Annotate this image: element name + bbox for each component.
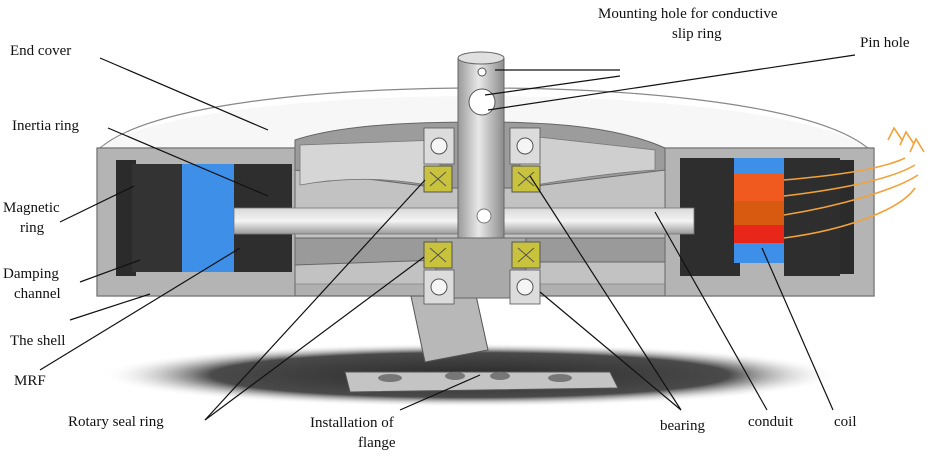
label-inertia-ring: Inertia ring (12, 118, 80, 134)
label-installation-flange-2: flange (358, 435, 396, 451)
lower-right-bearing (509, 241, 541, 305)
label-mounting-hole-1: Mounting hole for conductive (598, 6, 778, 22)
upper-left-bearing (423, 127, 455, 193)
pin-hole-graphic (468, 88, 496, 116)
inertia-ring-lower (234, 230, 292, 272)
lower-left-bearing (423, 241, 455, 305)
label-damping-channel-2: channel (14, 286, 61, 302)
mrf-fluid-left (182, 164, 234, 272)
inertia-ring-upper (234, 164, 292, 212)
coil-winding-2 (734, 201, 784, 225)
label-pin-hole: Pin hole (860, 35, 910, 51)
label-end-cover: End cover (10, 43, 71, 59)
label-installation-flange-1: Installation of (310, 415, 394, 431)
label-conduit: conduit (748, 414, 794, 430)
label-magnetic-ring-1: Magnetic (3, 200, 60, 216)
upper-right-bearing (509, 127, 541, 193)
diagram-labels: End cover Inertia ring Magnetic ring Dam… (3, 6, 910, 451)
left-magnet-assembly (116, 160, 292, 276)
leader-lines (39, 54, 856, 421)
label-mounting-hole-2: slip ring (672, 26, 722, 42)
coil-winding-3 (734, 225, 784, 243)
label-the-shell: The shell (10, 333, 65, 349)
coil-wires (783, 126, 925, 239)
coil-winding-1 (734, 173, 784, 201)
label-coil: coil (834, 414, 857, 430)
label-mrf: MRF (14, 373, 46, 389)
mounting-hole-graphic (477, 67, 487, 77)
label-damping-channel-1: Damping (3, 266, 59, 282)
label-rotary-seal-ring: Rotary seal ring (68, 414, 164, 430)
label-bearing: bearing (660, 418, 705, 434)
label-magnetic-ring-2: ring (20, 220, 45, 236)
